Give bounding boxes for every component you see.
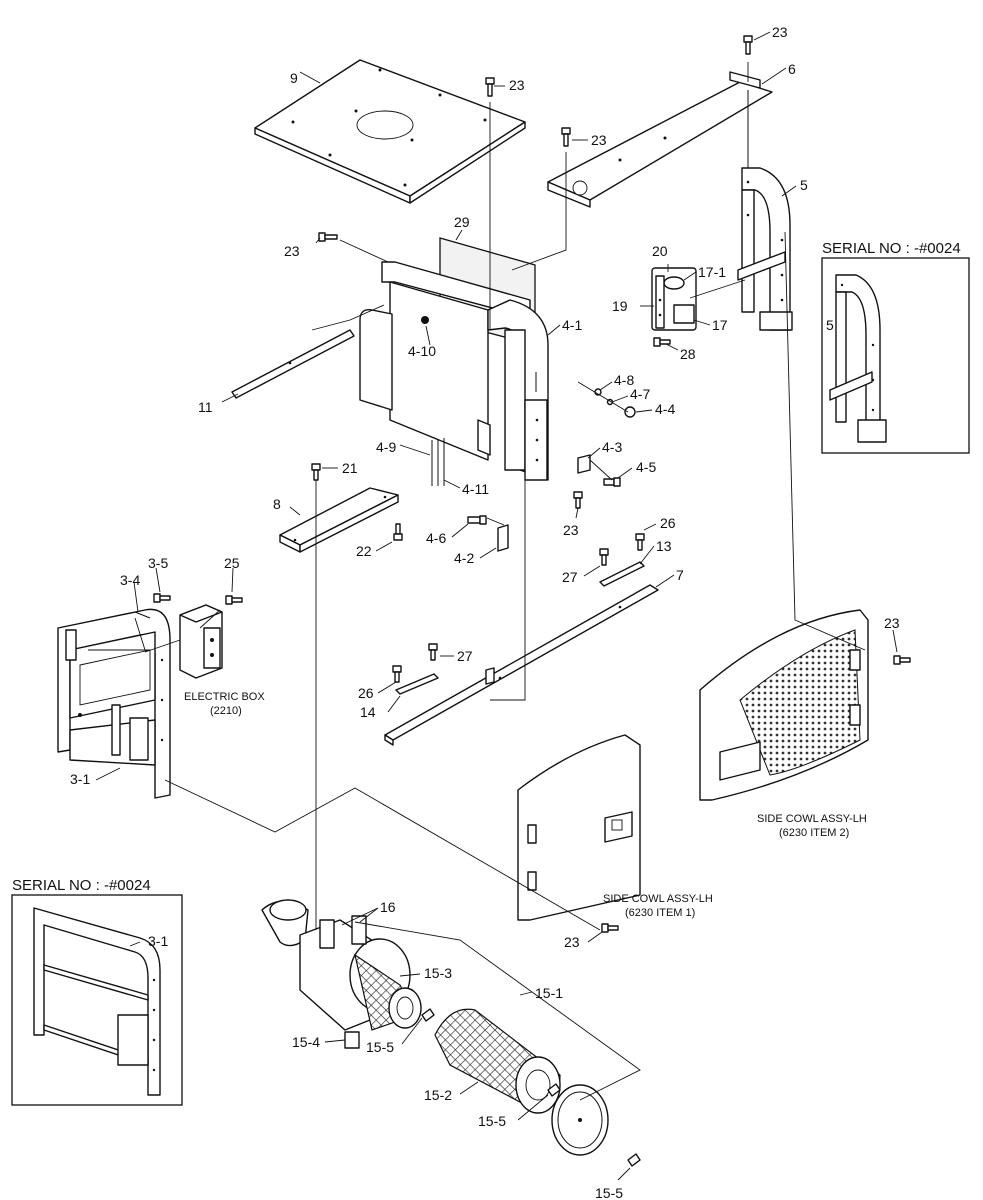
assembly-lines	[88, 62, 866, 1101]
callout-17: 17	[712, 317, 728, 333]
callout-4-6: 4-6	[426, 530, 446, 546]
side-cowl-right-label: SIDE COWL ASSY-LH	[757, 813, 867, 825]
callout-13: 13	[656, 538, 672, 554]
callout-15-2: 15-2	[424, 1087, 452, 1103]
electric-box-label: ELECTRIC BOX	[184, 691, 265, 703]
serial-detail-box-right: SERIAL NO : -#0024	[821, 240, 970, 454]
callout-4-3: 4-3	[602, 439, 622, 455]
radiator-frame-part-4-1	[359, 261, 549, 481]
callout-4-4: 4-4	[655, 401, 675, 417]
filter-cover-part-15-1	[551, 1084, 609, 1156]
callout-23: 23	[884, 615, 900, 631]
callout-labels: 9 23 23 6 23 5 29 23 20 17-1 19 17 28 4-…	[70, 24, 900, 1200]
front-frame-part-3-1	[57, 608, 171, 799]
bracket-part-13	[599, 561, 645, 587]
side-cowl-right-ref: (6230 ITEM 2)	[779, 827, 849, 839]
serial-detail-box-left: SERIAL NO : -#0024	[11, 877, 183, 1106]
callout-15-5: 15-5	[595, 1185, 623, 1200]
callout-7: 7	[676, 567, 684, 583]
bracket-part-8	[279, 487, 399, 553]
callout-4-7: 4-7	[630, 386, 650, 402]
wing-nut-15-5	[421, 1008, 641, 1167]
tank-bracket-part-19	[655, 275, 665, 329]
callout-19: 19	[612, 298, 628, 314]
callout-16: 16	[380, 899, 396, 915]
notes: ELECTRIC BOX (2210) SIDE COWL ASSY-LH (6…	[184, 691, 867, 919]
callout-14: 14	[360, 704, 376, 720]
callout-15-1: 15-1	[535, 985, 563, 1001]
cross-bracket-part-6	[547, 71, 773, 208]
side-post-part-5	[737, 167, 793, 331]
bolt-fasteners	[134, 35, 911, 933]
outer-filter-part-15-2	[434, 1008, 561, 1114]
callout-23: 23	[564, 934, 580, 950]
callout-23: 23	[284, 243, 300, 259]
stay-part-11	[231, 329, 355, 399]
electric-box	[179, 604, 223, 679]
callout-4-8: 4-8	[614, 372, 634, 388]
callout-23: 23	[509, 77, 525, 93]
electric-box-ref: (2210)	[210, 705, 242, 717]
callout-27: 27	[457, 648, 473, 664]
callout-4-2: 4-2	[454, 550, 474, 566]
callout-23: 23	[772, 24, 788, 40]
callout-11: 11	[198, 399, 213, 415]
callout-23: 23	[563, 522, 579, 538]
side-cowl-right	[699, 609, 869, 801]
side-cowl-center	[517, 734, 641, 921]
grommet-part-4-10	[421, 316, 429, 324]
callout-4-5: 4-5	[636, 459, 656, 475]
callout-22: 22	[356, 543, 372, 559]
callout-26: 26	[358, 685, 374, 701]
callout-15-3: 15-3	[424, 965, 452, 981]
inner-filter-part-15-3	[354, 953, 422, 1031]
callout-3-1-detail: 3-1	[148, 933, 168, 949]
callout-27: 27	[562, 569, 578, 585]
valve-part-15-4	[344, 1031, 360, 1049]
callout-5: 5	[800, 177, 808, 193]
callout-20: 20	[652, 243, 668, 259]
callout-23: 23	[591, 132, 607, 148]
long-bar-part-7	[384, 584, 659, 746]
bracket-part-4-3	[577, 454, 591, 474]
callout-26: 26	[660, 515, 676, 531]
callout-4-1: 4-1	[562, 317, 582, 333]
callout-29: 29	[454, 214, 470, 230]
callout-9: 9	[290, 70, 298, 86]
side-cowl-center-label: SIDE COWL ASSY-LH	[603, 893, 713, 905]
callout-8: 8	[273, 496, 281, 512]
top-plate-part-9	[254, 59, 526, 204]
callout-25: 25	[224, 555, 240, 571]
reserve-tank-part-17	[651, 267, 697, 331]
callout-6: 6	[788, 61, 796, 77]
callout-3-4: 3-4	[120, 572, 140, 588]
side-cowl-center-ref: (6230 ITEM 1)	[625, 907, 695, 919]
callout-21: 21	[342, 460, 358, 476]
callout-3-1: 3-1	[70, 771, 90, 787]
serial-detail-title-right: SERIAL NO : -#0024	[822, 240, 961, 257]
callout-5-detail: 5	[826, 317, 834, 333]
callout-15-5: 15-5	[366, 1039, 394, 1055]
callout-3-5: 3-5	[148, 555, 168, 571]
callout-28: 28	[680, 346, 696, 362]
callout-leaders	[95, 31, 898, 1181]
hose-part-4-11	[431, 438, 445, 486]
callout-4-9: 4-9	[376, 439, 396, 455]
callout-15-4: 15-4	[292, 1034, 320, 1050]
callout-4-11: 4-11	[462, 481, 489, 497]
bracket-part-4-2	[497, 524, 509, 552]
callout-17-1: 17-1	[698, 264, 726, 280]
bracket-part-14	[395, 673, 439, 695]
callout-4-10: 4-10	[408, 343, 436, 359]
serial-detail-title-left: SERIAL NO : -#0024	[12, 877, 151, 894]
callout-15-5: 15-5	[478, 1113, 506, 1129]
